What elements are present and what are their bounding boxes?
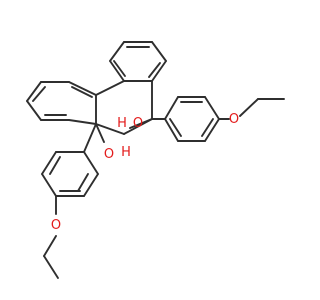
- bond: [148, 62, 161, 78]
- bond: [26, 81, 42, 102]
- hydroxyl-hydrogen-label: H: [121, 145, 131, 160]
- bond: [204, 118, 220, 142]
- bond: [32, 86, 46, 102]
- central-ring: [95, 80, 153, 135]
- right-ethoxy-group: [218, 98, 285, 120]
- chemical-structure: O H O H O O: [26, 41, 285, 279]
- left-bottom-aryl-ring: [41, 123, 99, 197]
- bond: [201, 118, 214, 137]
- bond: [68, 119, 97, 125]
- bond: [109, 41, 125, 62]
- bond: [164, 96, 179, 120]
- bond: [151, 60, 167, 82]
- bond: [113, 60, 126, 77]
- bond: [83, 123, 97, 153]
- bond: [41, 173, 57, 197]
- left-aromatic-ring: [26, 81, 97, 125]
- bond: [43, 235, 57, 257]
- bond: [109, 60, 125, 82]
- bottom-ethoxy-group: [43, 195, 59, 279]
- ether-oxygen-label: O: [51, 218, 61, 233]
- bond: [129, 118, 153, 129]
- bond: [95, 80, 125, 96]
- oxygen-label: O: [104, 147, 114, 162]
- bond: [169, 118, 182, 137]
- bond: [49, 156, 61, 175]
- bond: [77, 173, 89, 192]
- molecule-diagram: O H O H O O: [26, 41, 285, 279]
- bond: [41, 151, 57, 175]
- upper-aromatic-ring: [109, 41, 167, 82]
- bond: [43, 255, 59, 279]
- ether-oxygen-label: O: [229, 112, 239, 127]
- bond: [83, 151, 99, 175]
- bond: [95, 123, 105, 143]
- hydroxyl-hydrogen-label: H: [117, 116, 127, 131]
- bond: [164, 118, 179, 142]
- bond: [95, 123, 125, 135]
- bond: [26, 100, 42, 121]
- oxygen-label: O: [133, 116, 143, 131]
- bond: [71, 86, 93, 98]
- bond: [68, 81, 97, 96]
- bond: [239, 98, 259, 117]
- bond: [204, 96, 220, 120]
- bond: [151, 41, 167, 62]
- bond: [83, 173, 99, 197]
- right-aryl-ring: [151, 96, 220, 142]
